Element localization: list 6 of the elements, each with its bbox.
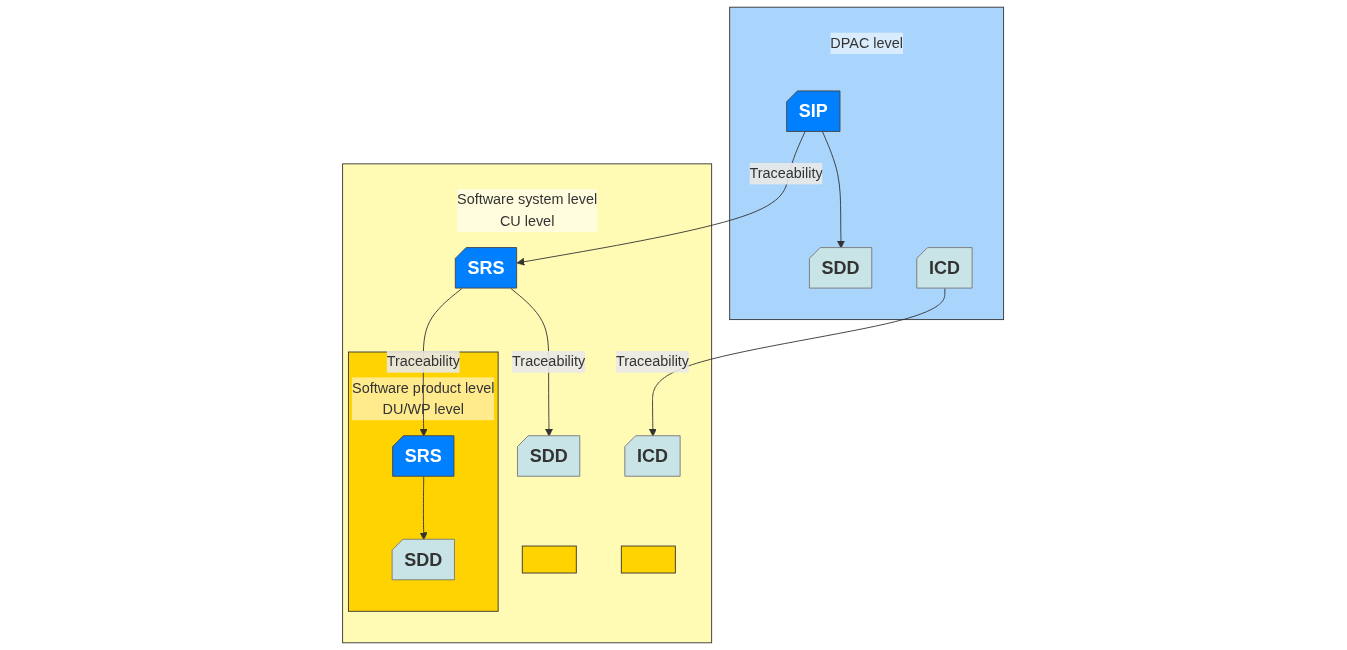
edge-label: Traceability — [512, 353, 586, 370]
node-box — [621, 545, 677, 574]
edge-label: Traceability — [616, 353, 690, 370]
edge-label: Traceability — [749, 165, 823, 181]
edge-label: Traceability — [387, 353, 461, 370]
node-box — [522, 545, 578, 574]
